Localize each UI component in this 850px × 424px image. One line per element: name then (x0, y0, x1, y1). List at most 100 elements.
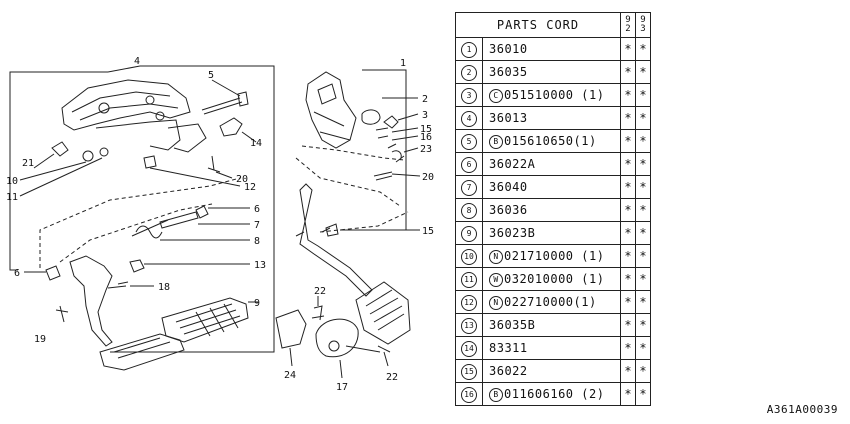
part-prefix-circle: B (489, 387, 503, 402)
applicability-mark-2: * (635, 313, 651, 337)
applicability-mark-1: * (620, 83, 636, 107)
row-index: 9 (455, 221, 483, 245)
callout-16: 16 (420, 132, 432, 143)
row-index: 10 (455, 244, 483, 268)
frame-4-outline (9, 71, 108, 271)
applicability-mark-1: * (620, 152, 636, 176)
callout-12: 12 (244, 182, 256, 193)
applicability-mark-1: * (620, 37, 636, 61)
row-index-circle: 9 (461, 225, 477, 242)
applicability-mark-1: * (620, 129, 636, 153)
row-index: 12 (455, 290, 483, 314)
callout-13: 13 (254, 260, 266, 271)
row-index-circle: 12 (461, 294, 477, 311)
part-number: 36035B (482, 313, 621, 337)
callout-22b: 22 (386, 372, 398, 383)
callout-6a: 6 (254, 204, 260, 215)
part-number-text: 011606160 (2) (504, 386, 605, 401)
callout-23: 23 (420, 144, 432, 155)
part-prefix-circle: B (489, 134, 503, 149)
applicability-mark-1: * (620, 175, 636, 199)
callout-21: 21 (22, 158, 34, 169)
diagram-code: A361A00039 (766, 403, 838, 416)
applicability-mark-2: * (635, 359, 651, 383)
applicability-mark-2: * (635, 37, 651, 61)
applicability-mark-2: * (635, 267, 651, 291)
part-prefix-circle: W (489, 272, 503, 287)
applicability-mark-1: * (620, 221, 636, 245)
row-index-circle: 13 (461, 317, 477, 334)
part-number: 36022A (482, 152, 621, 176)
applicability-mark-2: * (635, 198, 651, 222)
accelerator-bracket (305, 71, 357, 149)
applicability-mark-1: * (620, 244, 636, 268)
part-number-text: 022710000(1) (504, 294, 597, 309)
applicability-mark-1: * (620, 382, 636, 406)
callout-10: 10 (6, 176, 18, 187)
part-number: 36022 (482, 359, 621, 383)
callout-20a: 20 (236, 174, 248, 185)
callout-5: 5 (208, 70, 214, 81)
part-number-text: 015610650(1) (504, 133, 597, 148)
row-index: 15 (455, 359, 483, 383)
row-index: 11 (455, 267, 483, 291)
applicability-mark-2: * (635, 336, 651, 360)
row-index-circle: 6 (461, 156, 477, 173)
applicability-mark-2: * (635, 221, 651, 245)
part-number-text: 021710000 (1) (504, 248, 605, 263)
part-number: 36036 (482, 198, 621, 222)
pedal-bracket (61, 79, 191, 131)
part-number-text: 36022 (489, 364, 528, 378)
callout-24: 24 (284, 370, 296, 381)
parts-table-title: PARTS CORD (455, 12, 621, 38)
row-index-circle: 15 (461, 363, 477, 380)
callout-9: 9 (254, 298, 260, 309)
row-index: 16 (455, 382, 483, 406)
applicability-mark-1: * (620, 336, 636, 360)
applicability-mark-1: * (620, 290, 636, 314)
part-number-text: 36036 (489, 203, 528, 217)
parts-row: 1 36010 ** (455, 37, 651, 61)
applicability-mark-1: * (620, 267, 636, 291)
callout-20b: 20 (422, 172, 434, 183)
part-number: 36023B (482, 221, 621, 245)
row-index-circle: 14 (461, 340, 477, 357)
accelerator-rod (299, 183, 373, 297)
row-index-circle: 8 (461, 202, 477, 219)
callout-15b: 15 (422, 226, 434, 237)
part-number-text: 36040 (489, 180, 528, 194)
part-prefix-circle: N (489, 295, 503, 310)
row-index: 4 (455, 106, 483, 130)
applicability-mark-2: * (635, 290, 651, 314)
row-index-circle: 16 (461, 386, 477, 403)
callout-8: 8 (254, 236, 260, 247)
applicability-mark-2: * (635, 244, 651, 268)
part-number-text: 36010 (489, 42, 528, 56)
part-number-text: 36035 (489, 65, 528, 79)
row-index: 3 (455, 83, 483, 107)
brake-pedal-arm (69, 255, 113, 347)
row-index-circle: 1 (461, 41, 477, 58)
part-number-text: 36013 (489, 111, 528, 125)
row-index: 2 (455, 60, 483, 84)
row-index-circle: 5 (461, 133, 477, 150)
row-index: 7 (455, 175, 483, 199)
part-number: 36035 (482, 60, 621, 84)
part-number: 36010 (482, 37, 621, 61)
part-number: 83311 (482, 336, 621, 360)
accelerator-pedal-pad (355, 281, 411, 345)
pedal-pad-cover (161, 297, 249, 343)
